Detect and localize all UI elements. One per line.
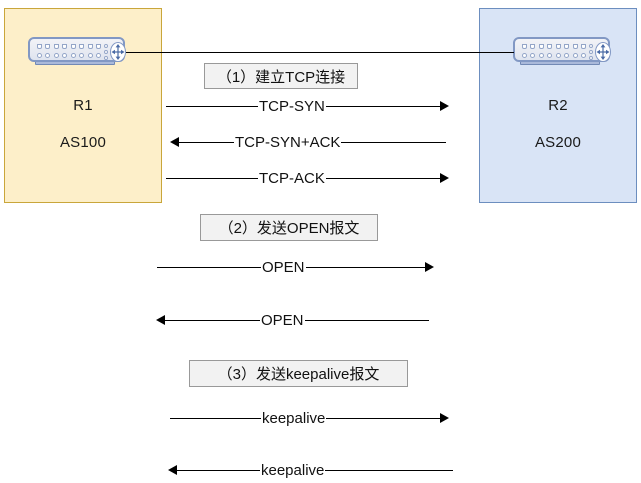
arrowhead-left-icon (156, 315, 165, 325)
message-row-open-in: OPEN (156, 311, 432, 331)
message-label: TCP-ACK (258, 169, 326, 189)
arrowhead-left-icon (170, 137, 179, 147)
router-move-handle-icon (110, 42, 126, 62)
message-row-tcp-syn-ack: TCP-SYN+ACK (170, 133, 446, 153)
message-row-keepalive-in: keepalive (168, 461, 453, 481)
stage-label-3: （3）发送keepalive报文 (189, 360, 408, 387)
stage-label-2: （2）发送OPEN报文 (200, 214, 378, 241)
message-row-tcp-ack: TCP-ACK (166, 169, 451, 189)
as-name-as100: AS100 (59, 134, 107, 151)
router-move-handle-icon (595, 42, 611, 62)
router-name-r2: R2 (548, 97, 568, 114)
as-name-as200: AS200 (534, 134, 582, 151)
message-label: OPEN (261, 258, 306, 278)
arrowhead-right-icon (440, 413, 449, 423)
arrowhead-right-icon (440, 101, 449, 111)
message-row-open-out: OPEN (157, 258, 437, 278)
router-leds (104, 44, 109, 60)
stage-label-1: （1）建立TCP连接 (204, 63, 358, 89)
router-ports (522, 44, 586, 60)
router-leds (589, 44, 594, 60)
router-ports (37, 44, 101, 60)
message-label: TCP-SYN (258, 97, 326, 117)
router-icon[interactable] (512, 36, 612, 68)
router-link-line (126, 52, 514, 53)
message-row-keepalive-out: keepalive (170, 409, 450, 429)
arrowhead-left-icon (168, 465, 177, 475)
router-chassis (513, 37, 611, 62)
router-chassis (28, 37, 126, 62)
router-name-r1: R1 (73, 97, 93, 114)
message-label: keepalive (261, 409, 327, 429)
message-label: OPEN (260, 311, 305, 331)
message-row-tcp-syn: TCP-SYN (166, 97, 451, 117)
message-label: keepalive (260, 461, 326, 481)
arrowhead-right-icon (440, 173, 449, 183)
arrowhead-right-icon (425, 262, 434, 272)
message-label: TCP-SYN+ACK (234, 133, 342, 153)
router-icon[interactable] (27, 36, 127, 68)
